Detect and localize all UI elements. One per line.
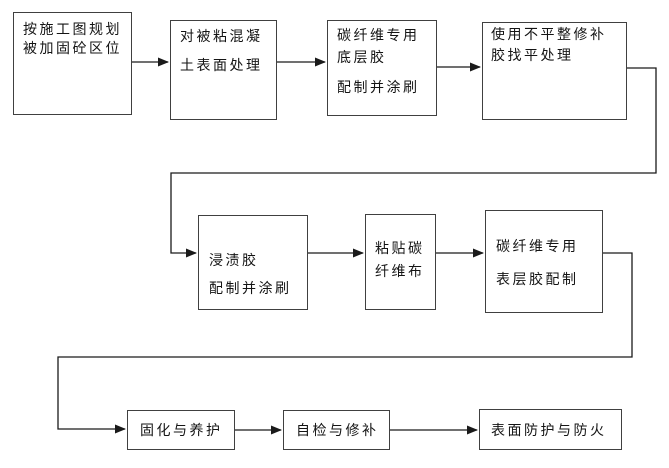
- flow-box-primer-adhesive: 碳纤维专用 底层胶 配制并涂刷: [327, 20, 437, 116]
- flow-box-curing: 固化与养护: [127, 410, 235, 450]
- flow-box-label: 按施工图规划: [23, 22, 122, 38]
- flow-box-top-coat-glue: 碳纤维专用 表层胶配制: [485, 210, 603, 313]
- flow-box-label: 粘贴碳: [375, 241, 425, 257]
- flow-box-label: 碳纤维专用: [496, 239, 579, 255]
- flow-box-label: 表面防护与防火: [491, 422, 607, 439]
- flow-box-label: 对被粘混凝: [180, 29, 263, 45]
- connector-leveling-to-impregnation: [170, 67, 657, 258]
- flow-box-paste-cloth: 粘贴碳 纤维布: [365, 214, 436, 310]
- connector-topcoat-to-curing: [57, 252, 633, 434]
- flow-box-label: 碳纤维专用: [337, 28, 420, 44]
- flow-box-label: 胶找平处理: [491, 48, 574, 64]
- flow-box-label: 使用不平整修补: [491, 27, 607, 43]
- flow-box-label: 被加固砼区位: [23, 41, 122, 57]
- flow-box-label: 底层胶: [337, 50, 387, 66]
- flow-box-label: 表层胶配制: [496, 272, 579, 288]
- flow-box-plan-region: 按施工图规划 被加固砼区位: [13, 12, 132, 115]
- flow-box-label: 自检与修补: [296, 423, 379, 439]
- flow-box-fire-protection: 表面防护与防火: [479, 409, 622, 450]
- flow-box-impregnation-glue: 浸渍胶 配制并涂刷: [198, 215, 308, 310]
- flow-box-surface-treatment: 对被粘混凝 土表面处理: [170, 20, 277, 120]
- flow-box-label: 纤维布: [375, 264, 425, 280]
- flow-box-label: 浸渍胶: [209, 253, 259, 269]
- flow-box-self-inspection: 自检与修补: [283, 410, 390, 450]
- flow-box-label: 配制并涂刷: [337, 80, 420, 96]
- flow-box-label: 土表面处理: [180, 58, 263, 74]
- flow-box-label: 配制并涂刷: [209, 281, 292, 297]
- flow-box-leveling: 使用不平整修补 胶找平处理: [482, 22, 627, 120]
- flow-box-label: 固化与养护: [140, 423, 223, 439]
